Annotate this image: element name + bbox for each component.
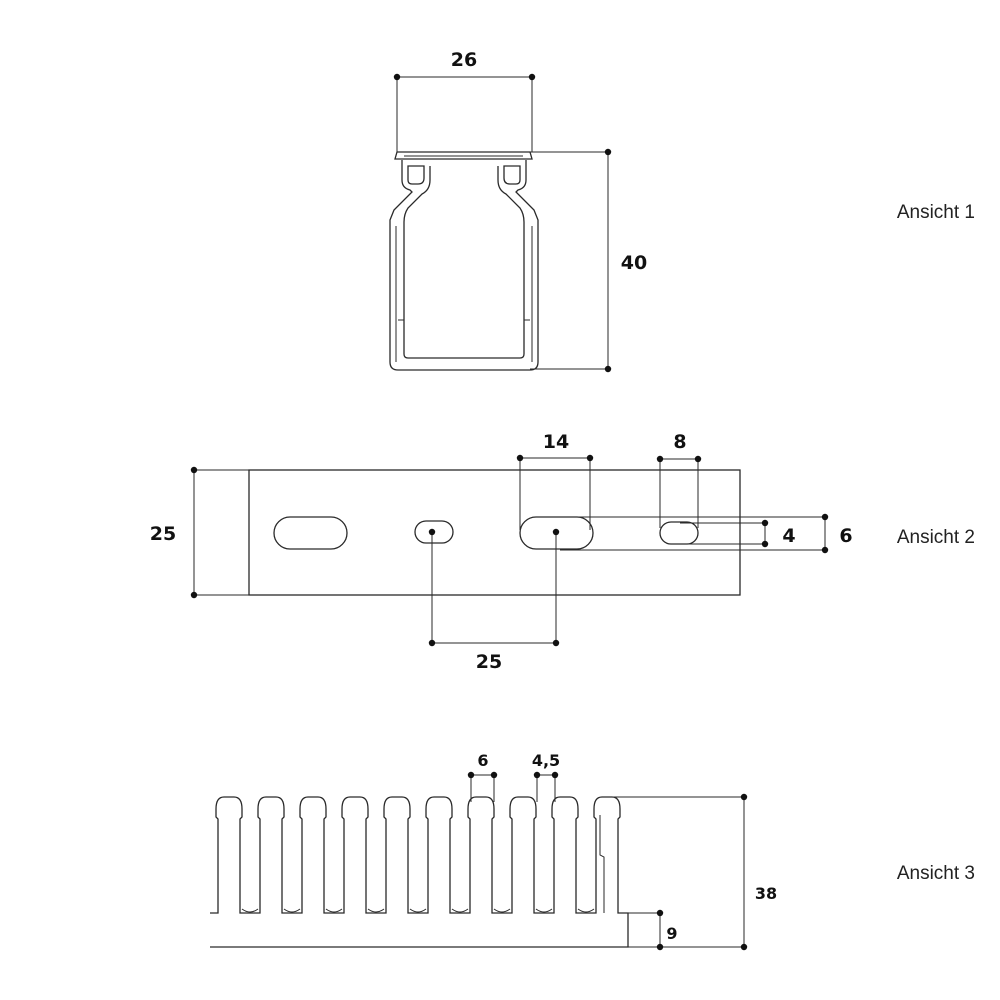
view3-gap-bottom — [409, 908, 427, 913]
view3-gap-bottom — [535, 908, 553, 913]
view3-gap-bottom — [493, 908, 511, 913]
view2-small-slot-height-dimension: 4 — [680, 519, 796, 548]
view1-height-label: 40 — [621, 252, 647, 274]
view2-slot-spacing-dimension: 25 — [428, 528, 560, 673]
view2-small-slot-height-label: 4 — [782, 525, 795, 547]
view3-height-label: 38 — [755, 884, 777, 903]
view2-slot-small-left — [414, 520, 454, 544]
view2-height-label: 25 — [150, 523, 176, 545]
view1-cover — [394, 151, 533, 160]
view3-fingers — [210, 796, 629, 948]
view2-side-view: 25 14 8 4 — [150, 431, 975, 673]
view3-finger-width-label: 6 — [477, 751, 488, 770]
view3-gap-bottom — [577, 908, 595, 913]
view1-height-dimension: 40 — [530, 148, 647, 373]
view1-cross-section: 26 40 Ansicht 1 — [389, 49, 975, 373]
view3-gap-bottom — [367, 908, 385, 913]
view3-height-dimension: 38 — [612, 793, 777, 951]
view3-gap-bottom — [451, 908, 469, 913]
view2-slot-spacing-label: 25 — [476, 651, 502, 673]
view3-end-finger-detail — [599, 815, 605, 913]
view2-slot-small-right — [659, 521, 699, 545]
view1-width-label: 26 — [451, 49, 477, 71]
view1-body-inner — [403, 166, 525, 359]
view2-small-slot-length-dimension: 8 — [656, 431, 702, 528]
view3-gap-width-dimension: 4,5 — [532, 751, 560, 802]
view2-outline — [248, 469, 741, 596]
view3-base-height-dimension: 9 — [628, 909, 678, 951]
view3-label: Ansicht 3 — [897, 863, 975, 884]
view2-slot-large-left — [273, 516, 348, 550]
view3-gap-bottom — [325, 908, 343, 913]
view2-slot-length-label: 14 — [543, 431, 569, 453]
view3-finger-width-dimension: 6 — [467, 751, 498, 802]
view2-slot-height-label: 6 — [839, 525, 852, 547]
view1-width-dimension: 26 — [393, 49, 536, 152]
view2-slot-length-dimension: 14 — [516, 431, 594, 530]
view3-base-height-label: 9 — [666, 924, 677, 943]
view1-label: Ansicht 1 — [897, 202, 975, 223]
view3-finger-view: 6 4,5 38 9 Ansicht 3 — [210, 751, 975, 951]
view3-gap-width-label: 4,5 — [532, 751, 560, 770]
view2-height-dimension: 25 — [150, 466, 249, 599]
view2-label: Ansicht 2 — [897, 527, 975, 548]
view1-body-outer — [389, 160, 539, 371]
view3-gap-bottom — [283, 908, 301, 913]
view3-gap-bottom — [241, 908, 259, 913]
view3-comb-outline — [210, 796, 629, 948]
view2-small-slot-length-label: 8 — [673, 431, 686, 453]
view2-slot-height-dimension: 6 — [560, 513, 853, 554]
